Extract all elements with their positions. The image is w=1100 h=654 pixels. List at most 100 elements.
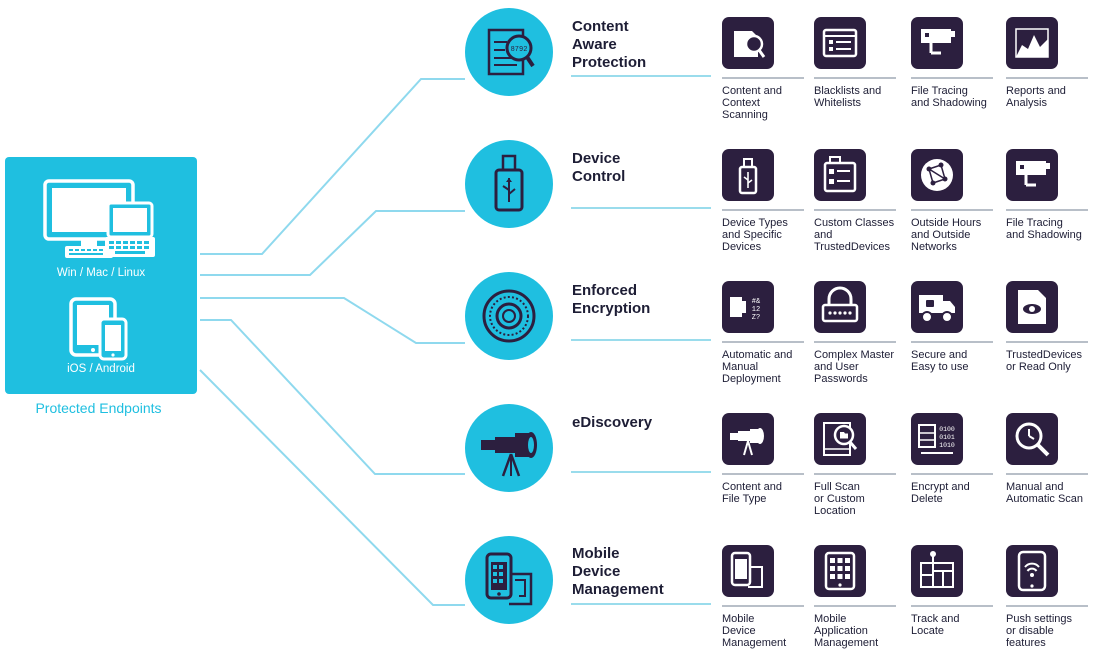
feature-label-line: Management <box>722 637 787 649</box>
feature-label-line: TrustedDevices <box>1006 349 1083 361</box>
feature-label-line: Content and <box>722 481 782 493</box>
feature-label-line: and Specific <box>722 229 782 241</box>
feature-divider <box>814 341 896 343</box>
feature-divider <box>911 473 993 475</box>
folder-search-icon <box>814 413 866 465</box>
feature-label-line: and Outside <box>911 229 971 241</box>
feature-label-line: Manual <box>722 361 759 373</box>
padlock-password-icon <box>814 281 866 333</box>
feature-divider <box>814 209 896 211</box>
feature-label-line: features <box>1006 637 1046 649</box>
feature-label-line: or Custom <box>814 493 865 505</box>
security-camera-icon <box>911 17 963 69</box>
feature-label-line: Content and <box>722 85 782 97</box>
feature-divider <box>814 77 896 79</box>
phone-map-icon <box>722 545 774 597</box>
category-divider <box>571 471 711 473</box>
category-divider <box>571 75 711 77</box>
feature-divider <box>1006 77 1088 79</box>
feature-label-line: Secure and <box>911 349 968 361</box>
feature-label-line: Easy to use <box>911 361 969 373</box>
feature-label-line: File Type <box>722 493 767 505</box>
category-divider <box>571 207 711 209</box>
connector-line <box>199 369 465 606</box>
category-title-line: Protection <box>572 54 647 71</box>
protected-endpoints-caption: Protected Endpoints <box>35 400 162 416</box>
feature-divider <box>814 473 896 475</box>
feature-label-line: Automatic and <box>722 349 793 361</box>
connector-line <box>200 319 465 475</box>
feature-label-line: Management <box>814 637 879 649</box>
category-title-line: Content <box>572 18 629 35</box>
tablet-phone-icon <box>69 297 128 361</box>
feature-label-line: Deployment <box>722 373 781 385</box>
telescope-icon <box>465 404 553 492</box>
feature-divider <box>911 77 993 79</box>
feature-divider <box>1006 473 1088 475</box>
feature-divider <box>1006 605 1088 607</box>
feature-label-line: Device <box>722 625 756 637</box>
feature-label-line: Delete <box>911 493 943 505</box>
category-title-line: Device <box>572 150 621 167</box>
feature-divider <box>722 341 804 343</box>
feature-label-line: Reports and <box>1006 85 1066 97</box>
armored-truck-icon <box>911 281 963 333</box>
category-title-line: Enforced <box>572 282 638 299</box>
feature-divider <box>722 473 804 475</box>
feature-label-line: Mobile <box>722 613 755 625</box>
feature-label-line: Push settings <box>1006 613 1073 625</box>
feature-label-line: Whitelists <box>814 97 862 109</box>
feature-label-line: Complex Master <box>814 349 895 361</box>
feature-label-line: Blacklists and <box>814 85 882 97</box>
feature-divider <box>911 605 993 607</box>
feature-label-line: TrustedDevices <box>814 241 891 253</box>
feature-divider <box>722 605 804 607</box>
category-title-line: Management <box>572 581 664 598</box>
chart-report-icon <box>1006 17 1058 69</box>
feature-label-line: Mobile <box>814 613 847 625</box>
category-title-line: Control <box>572 168 626 185</box>
feature-divider <box>1006 209 1088 211</box>
document-magnifier-icon: 8792 <box>465 8 553 96</box>
mobile-platforms-label: iOS / Android <box>67 363 135 375</box>
feature-label-line: and Shadowing <box>911 97 987 109</box>
feature-label-line: Context <box>722 97 760 109</box>
phone-map-icon <box>465 536 553 624</box>
svg-text:1010: 1010 <box>939 442 955 449</box>
tablet-apps-icon <box>814 545 866 597</box>
feature-label-line: Locate <box>911 625 945 637</box>
feature-label-line: and Shadowing <box>1006 229 1082 241</box>
category-title-line: Encryption <box>572 300 651 317</box>
connector-line <box>200 297 465 344</box>
security-camera-icon <box>1006 149 1058 201</box>
svg-text:0101: 0101 <box>939 434 955 441</box>
feature-label-line: Application <box>814 625 868 637</box>
feature-label-line: or disable <box>1006 625 1054 637</box>
svg-text:8792: 8792 <box>511 46 528 54</box>
read-only-document-icon <box>1006 281 1058 333</box>
network-globe-icon <box>911 149 963 201</box>
connector-line <box>200 78 465 255</box>
desktop-laptop-icon <box>43 179 155 258</box>
feature-label-line: Custom Classes <box>814 217 895 229</box>
connector-line <box>200 210 465 276</box>
feature-label-line: Analysis <box>1006 97 1047 109</box>
feature-divider <box>722 77 804 79</box>
protected-endpoints-panel: Win / Mac / Linux iOS / Android <box>5 157 197 394</box>
feature-divider <box>722 209 804 211</box>
feature-label-line: and User <box>814 361 859 373</box>
